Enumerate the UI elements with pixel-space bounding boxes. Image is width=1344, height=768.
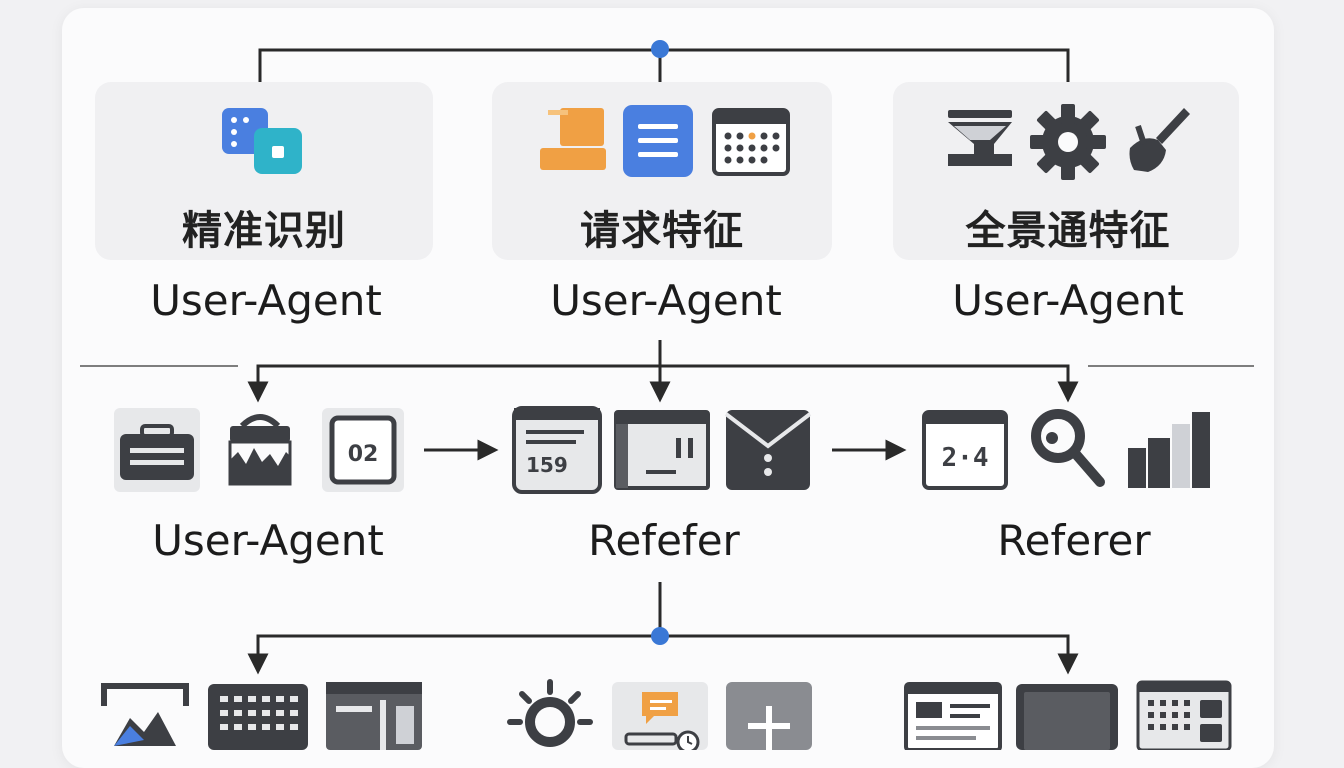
middle-label-2: Refefer [588, 516, 740, 565]
bar-basket-icon [228, 414, 292, 486]
calendar-grid-icon [712, 108, 790, 176]
document-list-icon [623, 105, 693, 177]
box-1-label: User-Agent [150, 276, 382, 325]
box-3-label: User-Agent [952, 276, 1184, 325]
box-2-title: 请求特征 [580, 208, 744, 254]
grid-app-icon [1136, 680, 1232, 750]
form-number: 159 [526, 453, 568, 477]
keyboard-icon [208, 684, 308, 750]
connector-lines [80, 40, 1254, 675]
app-icon-blue-squares [222, 108, 302, 174]
middle-label-1: User-Agent [152, 516, 384, 565]
browser-window-icon [614, 410, 710, 490]
search-key-icon [1031, 409, 1105, 487]
filter-funnel-icon [948, 110, 1012, 166]
top-junction-dot [651, 40, 669, 58]
calendar-number-value: 2·4 [942, 443, 989, 473]
gear-icon [1030, 104, 1106, 180]
chat-clock-icon [612, 682, 708, 750]
form-window-icon: 159 [512, 406, 602, 494]
calendar-number-icon: 2·4 [922, 410, 1008, 490]
box-3-title: 全景通特征 [965, 208, 1171, 254]
date-box-icon: 02 [322, 408, 404, 492]
monitor-icon [1016, 684, 1118, 750]
orange-stack-icon [540, 108, 606, 170]
bar-chart-icon [1128, 412, 1210, 488]
box-2-label: User-Agent [550, 276, 782, 325]
date-box-value: 02 [348, 442, 379, 467]
bottom-junction-dot [651, 627, 669, 645]
envelope-icon [724, 410, 812, 490]
box-1-title: 精准识别 [182, 208, 346, 254]
plus-icon [726, 682, 812, 750]
article-layout-icon [904, 682, 1002, 750]
sun-icon [507, 679, 593, 747]
broom-icon [1129, 108, 1190, 172]
middle-label-3: Referer [997, 516, 1151, 565]
image-frame-icon [101, 683, 189, 746]
layout-window-icon [326, 682, 422, 750]
toolbox-icon [114, 408, 200, 492]
